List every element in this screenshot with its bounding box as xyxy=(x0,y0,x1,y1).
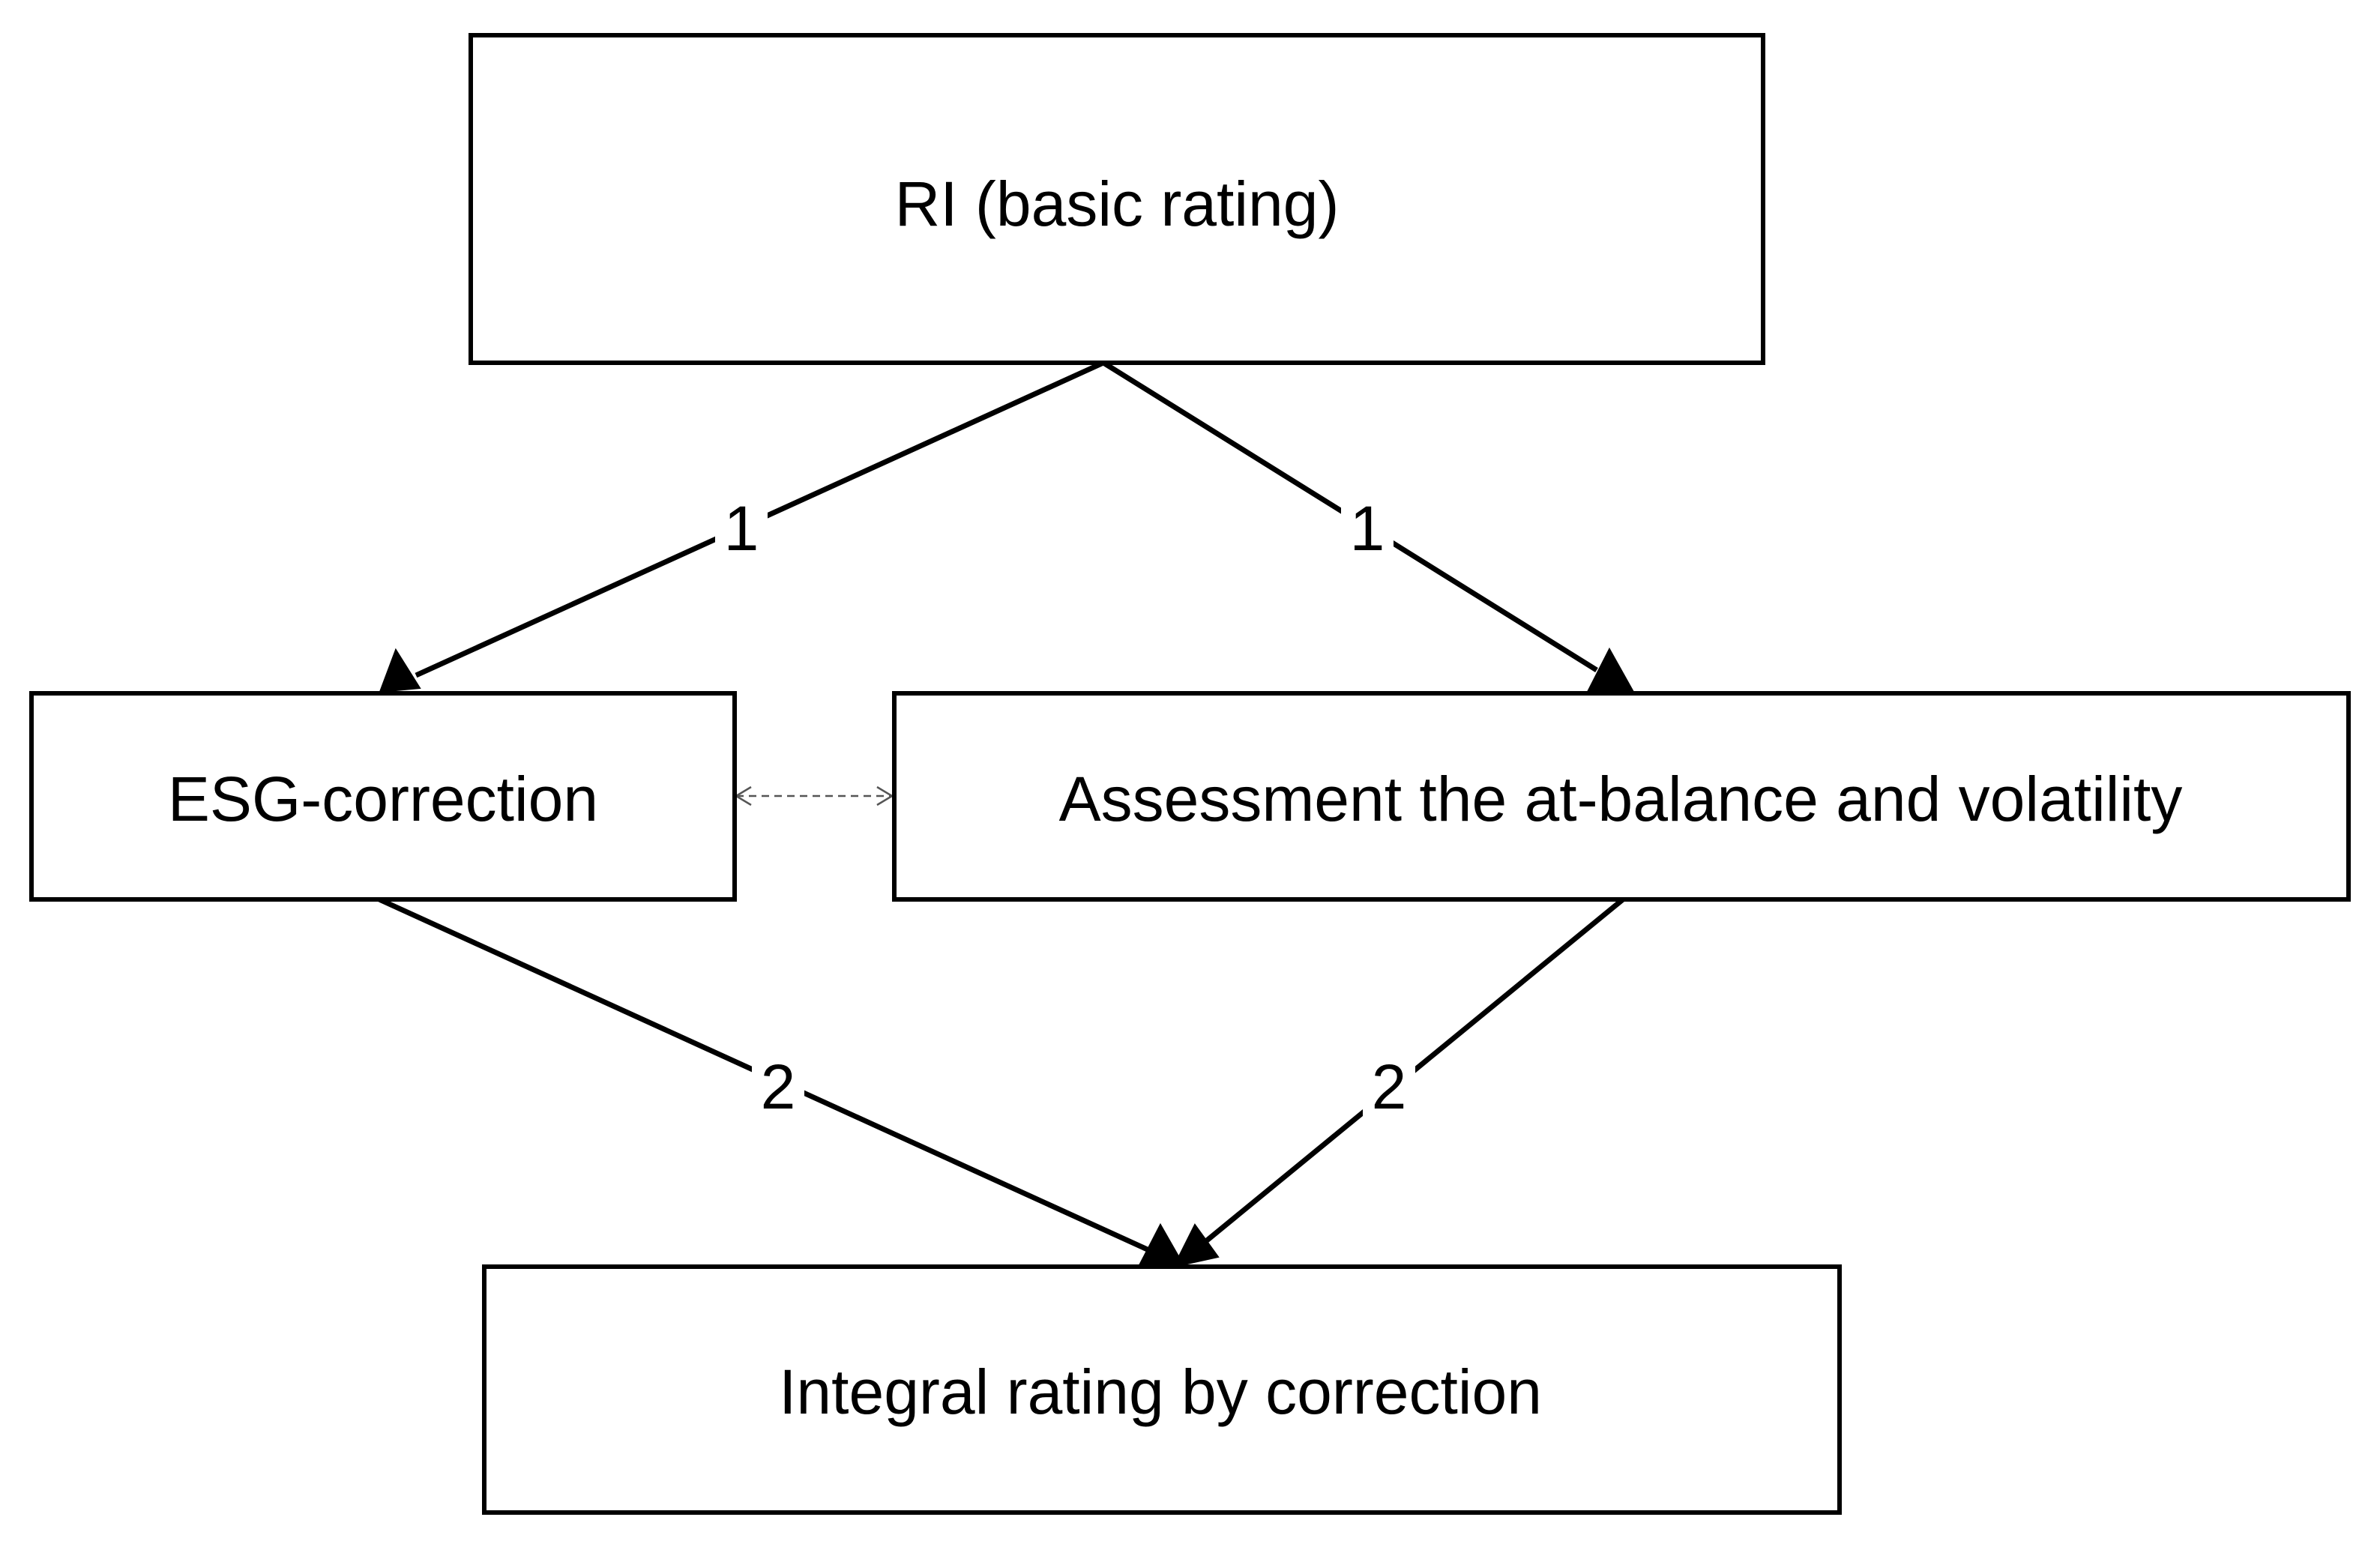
label-background xyxy=(715,491,768,566)
node-integral-rating: Integral rating by correction xyxy=(482,1264,1842,1515)
node-box xyxy=(482,1264,1842,1515)
edge-label-esg-to-integral: 2 xyxy=(752,1049,804,1124)
edge-label-text: 1 xyxy=(724,493,759,564)
edge-label-text: 2 xyxy=(761,1052,796,1122)
node-box xyxy=(29,691,737,902)
arrow-head xyxy=(379,648,421,693)
edge-label-assessment-to-integral: 2 xyxy=(1363,1049,1415,1124)
node-assessment: Assessment the at-balance and volatility xyxy=(892,691,2351,902)
edge-esg-assessment-link xyxy=(734,785,894,806)
label-background xyxy=(752,1049,804,1124)
node-box xyxy=(892,691,2351,902)
node-box xyxy=(469,33,1765,365)
node-label: RI (basic rating) xyxy=(895,169,1340,239)
edge-label-text: 2 xyxy=(1372,1052,1407,1122)
node-label: ESG-correction xyxy=(168,764,598,834)
edge-label-basic-to-esg: 1 xyxy=(715,491,768,566)
arrow-head xyxy=(1172,1223,1220,1268)
label-background xyxy=(1341,491,1394,566)
node-esg-correction: ESG-correction xyxy=(29,691,737,902)
edge-label-basic-to-assessment: 1 xyxy=(1341,491,1394,566)
node-label: Assessment the at-balance and volatility xyxy=(1059,764,2183,834)
label-background xyxy=(1363,1049,1415,1124)
node-label: Integral rating by correction xyxy=(779,1357,1542,1427)
edge-label-text: 1 xyxy=(1350,493,1385,564)
node-basic-rating: RI (basic rating) xyxy=(469,33,1765,365)
